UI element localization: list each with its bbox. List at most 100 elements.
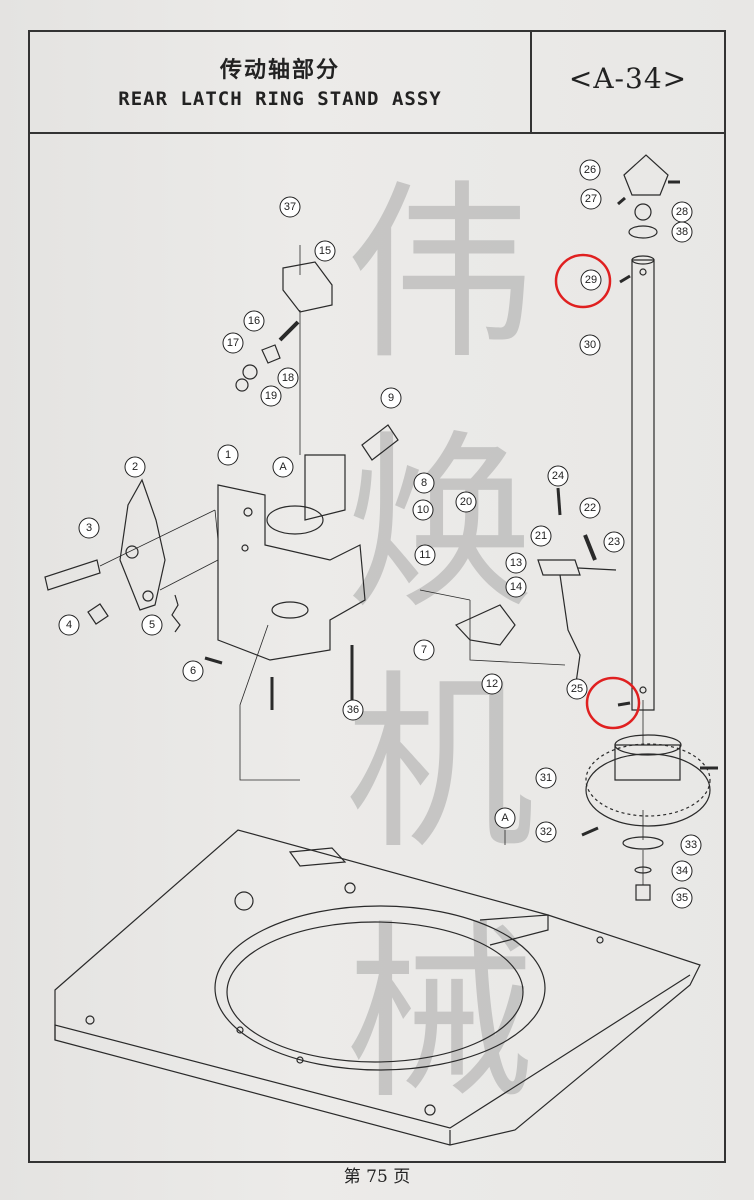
callout-3: 3 [78, 517, 100, 539]
pin-3-shape [44, 559, 101, 591]
svg-text:35: 35 [676, 892, 688, 904]
svg-text:A: A [501, 812, 509, 824]
svg-text:36: 36 [347, 704, 359, 716]
block-21-shape [537, 559, 581, 576]
callout-16: 16 [243, 310, 265, 332]
base-hole [424, 1104, 436, 1116]
svg-text:8: 8 [421, 477, 427, 489]
base-slot [288, 847, 347, 867]
pin-29-upper [619, 274, 631, 284]
callout-22: 22 [579, 497, 601, 519]
callout-11: 11 [414, 544, 436, 566]
spring-16-shape [278, 320, 300, 342]
leader-line [239, 624, 300, 781]
callout-14: 14 [505, 576, 527, 598]
base-hole [596, 936, 604, 944]
svg-text:19: 19 [265, 390, 277, 402]
spring-22-shape [583, 534, 597, 561]
callout-18: 18 [277, 367, 299, 389]
spur-gear-31 [585, 753, 711, 827]
pin-9-shape [361, 424, 399, 461]
svg-text:15: 15 [319, 245, 331, 257]
svg-text:16: 16 [248, 315, 260, 327]
callout-32: 32 [535, 821, 557, 843]
section-marker-a-top: A [272, 456, 294, 478]
callout-19: 19 [260, 385, 282, 407]
lever-hole [142, 590, 154, 602]
gear-hub-top [614, 734, 682, 756]
svg-text:29: 29 [585, 274, 597, 286]
lever-hole [125, 545, 139, 559]
title-english: REAR LATCH RING STAND ASSY [118, 88, 442, 110]
callout-27: 27 [580, 188, 602, 210]
drawing-frame: 传动轴部分 REAR LATCH RING STAND ASSY <A-34> [28, 30, 726, 1163]
plate-12-shape [454, 604, 516, 646]
svg-text:17: 17 [227, 337, 239, 349]
svg-text:33: 33 [685, 839, 697, 851]
screw-4-shape [87, 603, 109, 625]
svg-text:25: 25 [571, 683, 583, 695]
screw-32 [581, 826, 599, 837]
highlight-circle-lower [585, 676, 641, 730]
svg-text:23: 23 [608, 536, 620, 548]
bearing-38 [628, 225, 658, 239]
callout-25: 25 [566, 678, 588, 700]
callout-8: 8 [413, 472, 435, 494]
callout-10: 10 [412, 499, 434, 521]
svg-text:21: 21 [535, 530, 547, 542]
callout-17: 17 [222, 332, 244, 354]
base-bore-outer [214, 905, 546, 1071]
svg-text:38: 38 [676, 226, 688, 238]
title-block: 传动轴部分 REAR LATCH RING STAND ASSY <A-34> [30, 32, 724, 134]
callout-24: 24 [547, 465, 569, 487]
callout-37: 37 [279, 196, 301, 218]
leader-line [419, 589, 566, 666]
callout-34: 34 [671, 860, 693, 882]
callout-28: 28 [671, 201, 693, 223]
bracket-hole [241, 544, 249, 552]
callout-35: 35 [671, 887, 693, 909]
drawing-code: <A-34> [568, 62, 688, 95]
highlight-circle-upper [554, 253, 612, 309]
shaft-hole [639, 268, 647, 276]
watermark: 伟 焕 机 械 [345, 164, 535, 1125]
callout-5: 5 [141, 614, 163, 636]
shaft-30 [631, 259, 655, 711]
callout-6: 6 [182, 660, 204, 682]
svg-text:10: 10 [417, 504, 429, 516]
svg-text:9: 9 [388, 392, 394, 404]
callout-29: 29 [580, 269, 602, 291]
collar-28 [634, 203, 652, 221]
svg-text:11: 11 [419, 549, 430, 561]
callout-26: 26 [579, 159, 601, 181]
watermark-char-1: 伟 [345, 164, 535, 385]
spring-6-shape [204, 656, 223, 665]
svg-text:5: 5 [149, 619, 155, 631]
nut-18-shape [242, 364, 258, 380]
screw-23-shape [577, 567, 617, 571]
svg-text:32: 32 [540, 826, 552, 838]
base-hole [344, 882, 356, 894]
callout-12: 12 [481, 673, 503, 695]
base-bore-inner [226, 921, 524, 1063]
leader-line [99, 509, 219, 591]
svg-text:7: 7 [421, 644, 427, 656]
svg-text:22: 22 [584, 502, 596, 514]
screw-27 [617, 196, 626, 206]
bevel-gear-26 [623, 154, 669, 196]
callout-30: 30 [579, 334, 601, 356]
title-cell: 传动轴部分 REAR LATCH RING STAND ASSY [30, 32, 532, 132]
svg-text:34: 34 [676, 865, 688, 877]
shaft-hole [639, 686, 647, 694]
shaft-top [631, 255, 655, 265]
bracket-hole [243, 507, 253, 517]
svg-text:A: A [279, 461, 287, 473]
svg-text:20: 20 [460, 496, 472, 508]
base-hole [296, 1056, 304, 1064]
callout-2: 2 [124, 456, 146, 478]
bracket-hole [271, 601, 309, 619]
stand-upright [304, 454, 346, 521]
callout-21: 21 [530, 525, 552, 547]
